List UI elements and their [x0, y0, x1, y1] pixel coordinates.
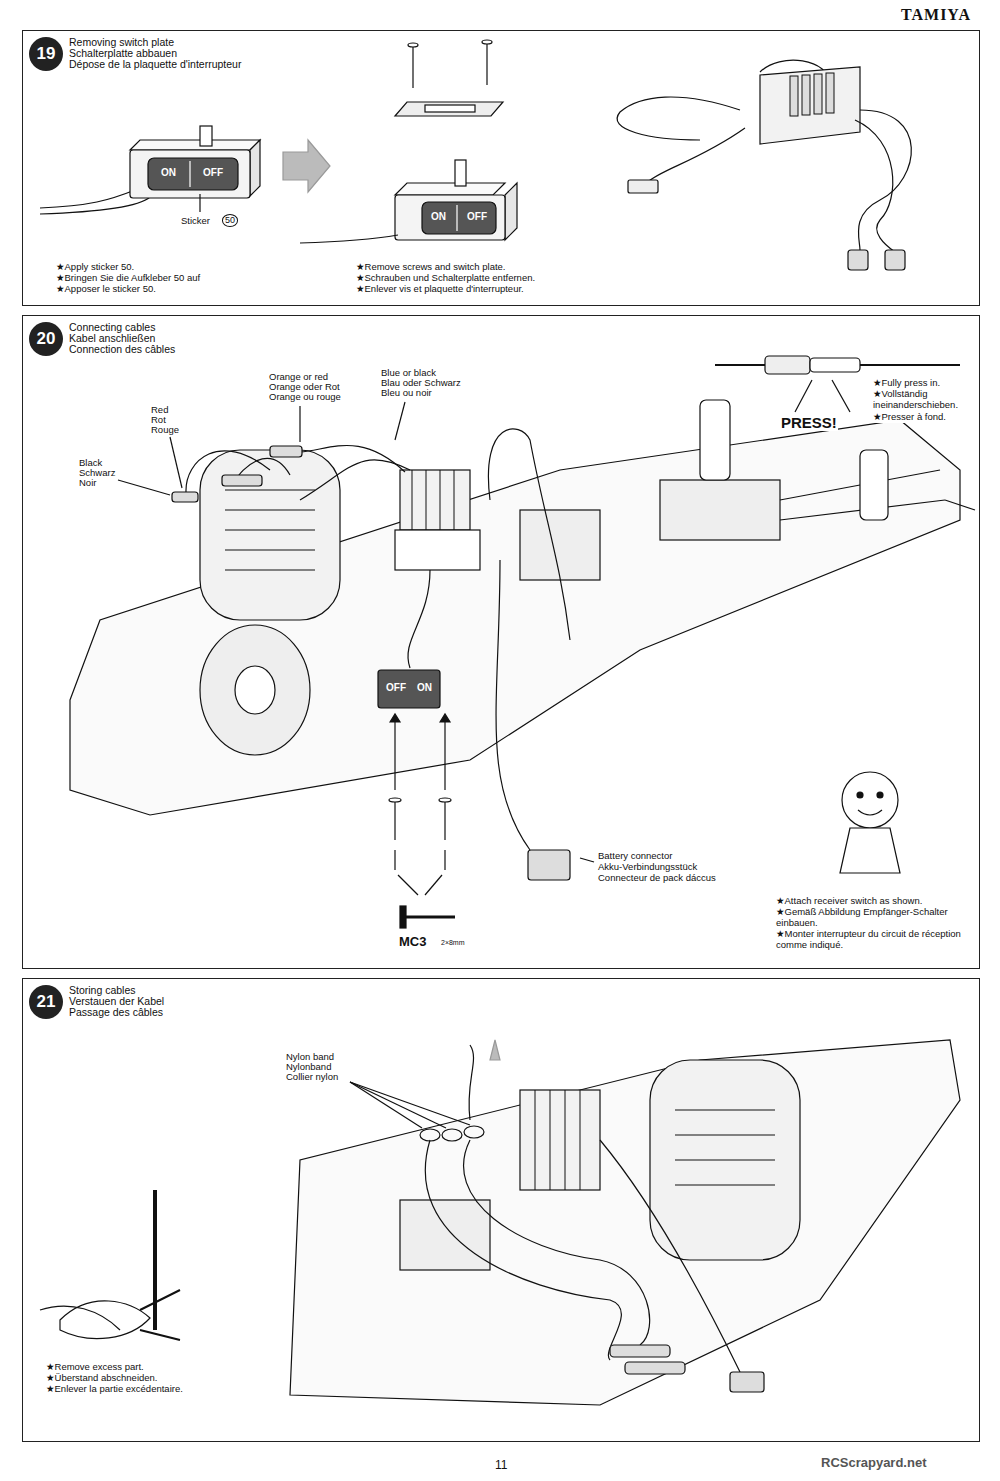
press-note: PRESS! [780, 414, 838, 431]
switch-marking: ON [416, 683, 433, 694]
switch-marking: OFF [466, 212, 488, 223]
step-heading: Dépose de la plaquette d'interrupteur [69, 59, 241, 70]
label-text: ★Enlever la partie excédentaire. [45, 1384, 184, 1395]
switch-marking: OFF [385, 683, 407, 694]
label-text: Black [78, 458, 103, 469]
label-text: Blau oder Schwarz [380, 378, 462, 389]
brand-name: TAMIYA [900, 6, 972, 24]
watermark: RCScrapyard.net [820, 1455, 927, 1470]
label-text: Rouge [150, 425, 180, 436]
step-heading: Storing cables [69, 985, 136, 996]
dimension: 2×8mm [440, 939, 466, 947]
label-text: ★Enlever vis et plaquette d'interrupteur… [355, 284, 525, 295]
label-text: Orange ou rouge [268, 392, 342, 403]
label-text: ★Gemäß Abbildung Empfänger-Schalter einb… [775, 907, 962, 928]
step-heading: Schalterplatte abbauen [69, 48, 177, 59]
page-number: 11 [494, 1458, 508, 1472]
label-text: Akku-Verbindungsstück [597, 862, 698, 873]
label-text: ★Überstand abschneiden. [45, 1373, 159, 1384]
label-text: ★Vollständig ineinanderschieben. [872, 389, 969, 410]
label-text: Red [150, 405, 169, 416]
part-code: MC3 [398, 935, 427, 949]
label-text: ★Bringen Sie die Aufkleber 50 auf [55, 273, 201, 284]
label-text: Orange oder Rot [268, 382, 341, 393]
label-text: Blue or black [380, 368, 437, 379]
label-text: ★Apposer le sticker 50. [55, 284, 157, 295]
label-text: ★Remove excess part. [45, 1362, 145, 1373]
label-text: ★Remove screws and switch plate. [355, 262, 507, 273]
sticker-number: 50 [222, 214, 238, 227]
label-text: Sticker [180, 216, 211, 227]
label-text: ★Monter interrupteur du circuit de récep… [775, 929, 962, 950]
switch-marking: ON [430, 212, 447, 223]
step-number-text: 20 [37, 329, 56, 349]
label-text: ★Apply sticker 50. [55, 262, 135, 273]
label-text: ★Fully press in. [872, 378, 941, 389]
label-text: Orange or red [268, 372, 329, 383]
label-text: Bleu ou noir [380, 388, 433, 399]
label-text: Battery connector [597, 851, 673, 862]
label-text: Nylon band [285, 1052, 335, 1063]
label-text: Collier nylon [285, 1072, 339, 1083]
step-heading: Passage des câbles [69, 1007, 163, 1018]
label-text: Rot [150, 415, 167, 426]
label-text: ★Attach receiver switch as shown. [775, 896, 923, 907]
step-number: 19 [29, 37, 63, 71]
label-text: Schwarz [78, 468, 116, 479]
label-text: ★Schrauben und Schalterplatte entfernen. [355, 273, 536, 284]
step-heading: Connection des câbles [69, 344, 175, 355]
switch-marking: OFF [202, 168, 224, 179]
label-text: Nylonband [285, 1062, 332, 1073]
step-heading: Removing switch plate [69, 37, 174, 48]
step-number: 20 [29, 322, 63, 356]
switch-marking: ON [160, 168, 177, 179]
step-number: 21 [29, 985, 63, 1019]
step-heading: Connecting cables [69, 322, 155, 333]
step-number-text: 21 [37, 992, 56, 1012]
step-panel: Storing cablesVerstauen der KabelPassage… [22, 978, 980, 1442]
label-text: Noir [78, 478, 97, 489]
label-text: ★Presser à fond. [872, 412, 947, 423]
step-number-text: 19 [37, 44, 56, 64]
label-text: Connecteur de pack dáccus [597, 873, 717, 884]
step-heading: Verstauen der Kabel [69, 996, 164, 1007]
step-heading: Kabel anschließen [69, 333, 155, 344]
